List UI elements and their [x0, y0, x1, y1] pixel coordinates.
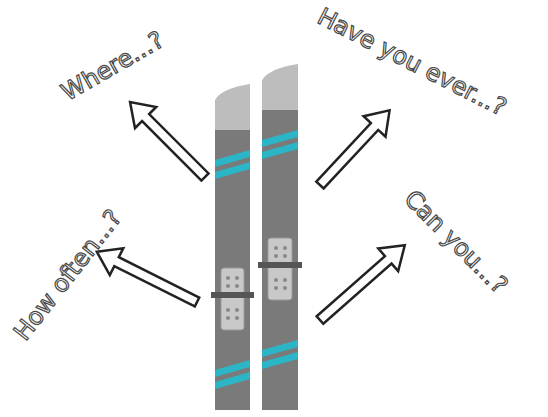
arrow-up-left — [119, 91, 215, 187]
question-label: Have you ever...? — [313, 2, 511, 121]
arrow-up-right — [309, 100, 401, 195]
arrow-down-right — [310, 234, 415, 331]
question-label: Where...? — [56, 26, 168, 107]
ski-left — [211, 84, 254, 410]
arrow-down-left — [90, 238, 204, 315]
question-label: Can you...? — [399, 185, 514, 300]
ski-right — [258, 64, 302, 410]
